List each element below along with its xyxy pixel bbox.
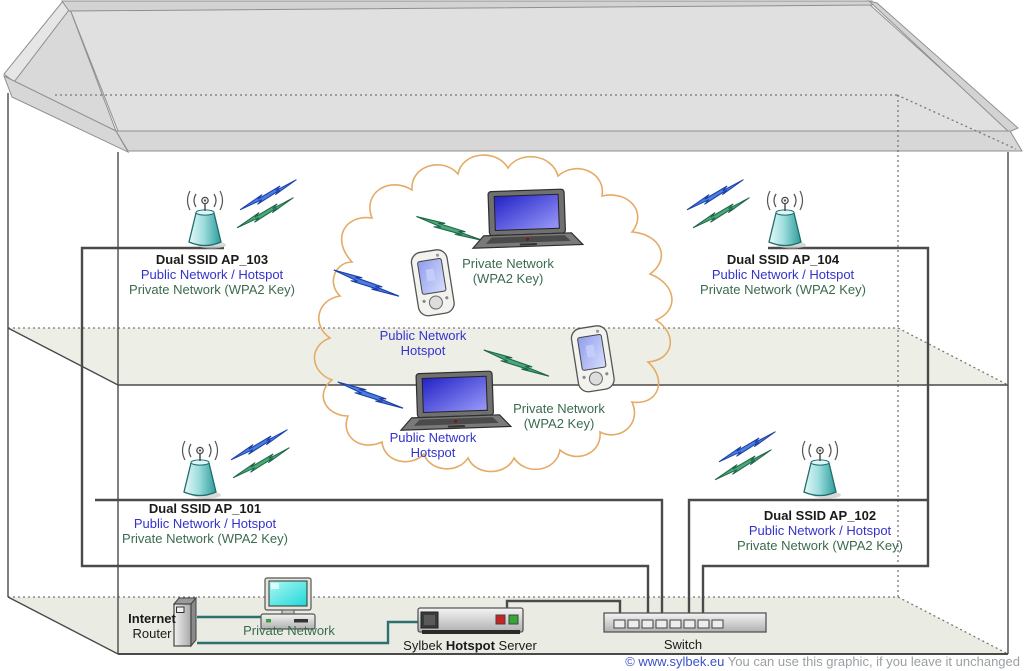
private-network-pc-icon [260,577,316,630]
label-line: Hotspot [445,638,495,653]
label-line: Hotspot [410,445,456,460]
ap102-name: Dual SSID AP_102 [763,508,877,523]
hotspot-server-icon [417,607,524,634]
switch-label: Switch [568,637,798,652]
label-line: Router [132,626,172,641]
label-line: Internet [128,611,176,626]
access-point-102-icon [801,440,842,500]
ap104-private-ssid: Private Network (WPA2 Key) [700,282,866,297]
access-point-101-icon [181,440,222,500]
ap103-label: Dual SSID AP_103 Public Network / Hotspo… [97,252,327,297]
ap104-public-ssid: Public Network / Hotspot [711,267,855,282]
ap102-label: Dual SSID AP_102 Public Network / Hotspo… [705,508,935,553]
copyright-footer: © www.sylbek.eu You can use this graphic… [625,654,1020,669]
bolt-green-icon [711,449,775,481]
cable-ap102 [687,498,928,614]
lan-cables [197,615,418,645]
bolt-blue-icon [227,429,291,461]
cloud-pda-public-label: Public Network Hotspot [338,328,508,358]
bolt-green-icon [233,197,297,229]
license-note: You can use this graphic, if you leave i… [724,654,1020,669]
hidden-edges [8,94,1017,655]
house-roof [3,0,1023,154]
cloud-laptop-private-label: Private Network (WPA2 Key) [423,256,593,286]
cable-router-server [197,620,418,645]
ap101-private-ssid: Private Network (WPA2 Key) [122,531,288,546]
label-line: Hotspot [400,343,446,358]
ap103-name: Dual SSID AP_103 [155,252,269,267]
cable-ap103 [80,246,650,614]
ap101-label: Dual SSID AP_101 Public Network / Hotspo… [90,501,320,546]
cable-server-switch [505,599,622,614]
label-line: Switch [663,637,703,652]
access-point-104-icon [766,190,807,250]
bolt-green-icon [229,447,293,479]
label-line: (WPA2 Key) [523,416,595,431]
label-line: Private Network [243,623,335,638]
ap104-name: Dual SSID AP_104 [726,252,840,267]
internet-router-label: Internet Router [107,611,197,641]
sylbek-link[interactable]: © www.sylbek.eu [625,654,725,669]
label-line: Private Network [513,401,605,416]
label-line: Public Network [379,328,467,343]
cable-ap104 [701,246,930,614]
switch-icon [603,612,767,633]
ap103-public-ssid: Public Network / Hotspot [140,267,284,282]
ap102-private-ssid: Private Network (WPA2 Key) [737,538,903,553]
label-line: Public Network [389,430,477,445]
ap101-name: Dual SSID AP_101 [148,501,262,516]
ethernet-cables [80,246,930,614]
roof-left-fascia [3,74,130,154]
ap104-label: Dual SSID AP_104 Public Network / Hotspo… [668,252,898,297]
roof-front-fascia [115,130,1023,152]
server-label: Sylbek Hotspot Server [355,638,585,653]
roof-front-slope [67,3,1012,132]
roof-right-hip-cap [867,0,1019,133]
cloud-pda-private-label: Private Network (WPA2 Key) [474,401,644,431]
bolt-blue-icon [236,179,300,211]
label-line: (WPA2 Key) [472,271,544,286]
internet-router-icon [172,596,198,648]
roof-ridge-cap [61,0,873,12]
label-line: Server [494,638,537,653]
ap101-public-ssid: Public Network / Hotspot [133,516,277,531]
laptop-private-icon [470,187,584,249]
bolt-blue-icon [715,431,779,463]
pc-label: Private Network [174,623,404,638]
ap103-private-ssid: Private Network (WPA2 Key) [129,282,295,297]
wireless-cloud-outline [313,154,673,473]
label-line: Sylbek [403,638,446,653]
wall-edges [7,93,1009,655]
access-point-103-icon [186,190,227,250]
bolt-blue-icon [333,251,400,315]
cable-ap101 [95,498,664,614]
bolt-green-icon [415,197,484,260]
label-line: Private Network [462,256,554,271]
cloud-laptop-public-label: Public Network Hotspot [348,430,518,460]
ap102-public-ssid: Public Network / Hotspot [748,523,892,538]
